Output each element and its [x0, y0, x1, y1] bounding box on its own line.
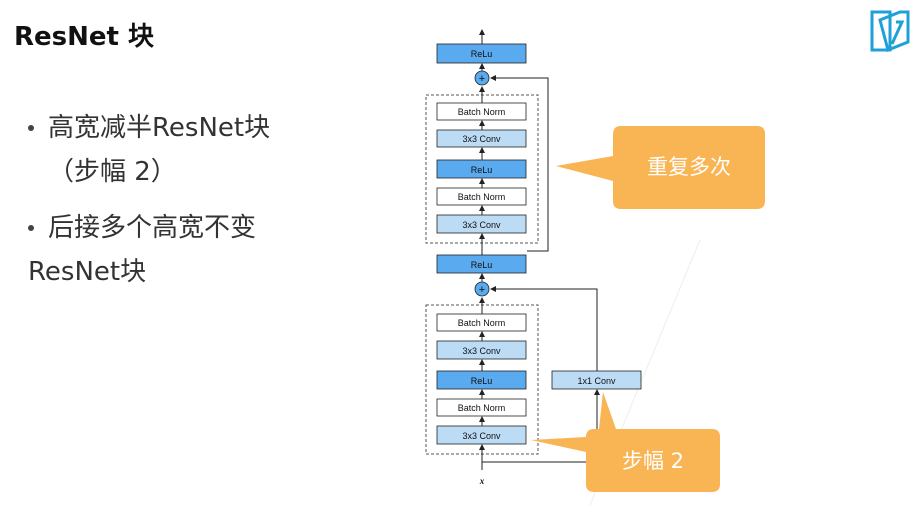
upper-batch-norm-1: Batch Norm [436, 102, 527, 121]
stride-callout-text: 步幅 2 [622, 449, 684, 473]
lower-conv-1: 3x3 Conv [436, 340, 527, 360]
bullet-dot [28, 125, 34, 131]
bullet-line: ResNet块 [28, 257, 147, 287]
lower-relu: ReLu [436, 370, 527, 390]
bullet-dot [28, 225, 34, 231]
upper-relu: ReLu [436, 159, 527, 179]
upper-conv-1: 3x3 Conv [436, 129, 527, 148]
shortcut-conv-label: 1x1 Conv [577, 376, 616, 386]
bullet-line: 后接多个高宽不变 [48, 213, 257, 243]
layer-label: ReLu [471, 165, 493, 175]
stride-callout: 步幅 2 [531, 392, 720, 492]
lower-batch-norm-1: Batch Norm [436, 313, 527, 332]
layer-label: ReLu [471, 376, 493, 386]
middle-relu-label: ReLu [471, 260, 493, 270]
bullet-item-2: 后接多个高宽不变 ResNet块 [28, 206, 270, 294]
layer-label: Batch Norm [458, 107, 506, 117]
logo-icon [870, 10, 910, 53]
bullet-list: 高宽减半ResNet块 （步幅 2） 后接多个高宽不变 ResNet块 [28, 106, 270, 294]
lower-conv-2: 3x3 Conv [436, 425, 527, 445]
lower-batch-norm-2: Batch Norm [436, 398, 527, 417]
bullet-item-1: 高宽减半ResNet块 （步幅 2） [28, 106, 270, 194]
layer-label: Batch Norm [458, 318, 506, 328]
input-label: x [479, 476, 485, 486]
lower-add-node: + [474, 281, 490, 297]
lower-skip-connection [490, 286, 598, 371]
repeat-callout-text: 重复多次 [647, 155, 731, 179]
layer-label: 3x3 Conv [462, 431, 501, 441]
layer-label: 3x3 Conv [462, 346, 501, 356]
layer-label: 3x3 Conv [462, 134, 501, 144]
upper-output-relu-box: ReLu [436, 43, 527, 64]
repeat-callout: 重复多次 [556, 126, 765, 209]
shortcut-conv-box: 1x1 Conv [551, 370, 642, 390]
upper-skip-connection [490, 75, 549, 252]
middle-relu-box: ReLu [436, 254, 527, 274]
upper-output-relu-label: ReLu [471, 49, 493, 59]
lower-add-symbol: + [479, 284, 485, 296]
upper-conv-2: 3x3 Conv [436, 214, 527, 234]
layer-label: 3x3 Conv [462, 220, 501, 230]
layer-label: Batch Norm [458, 192, 506, 202]
upper-batch-norm-2: Batch Norm [436, 187, 527, 206]
layer-label: Batch Norm [458, 403, 506, 413]
upper-add-symbol: + [479, 73, 485, 85]
slide-title: ResNet 块 [14, 22, 155, 52]
bullet-line: 高宽减半ResNet块 [48, 113, 271, 143]
upper-add-node: + [474, 70, 490, 86]
bullet-line: （步幅 2） [48, 157, 177, 187]
